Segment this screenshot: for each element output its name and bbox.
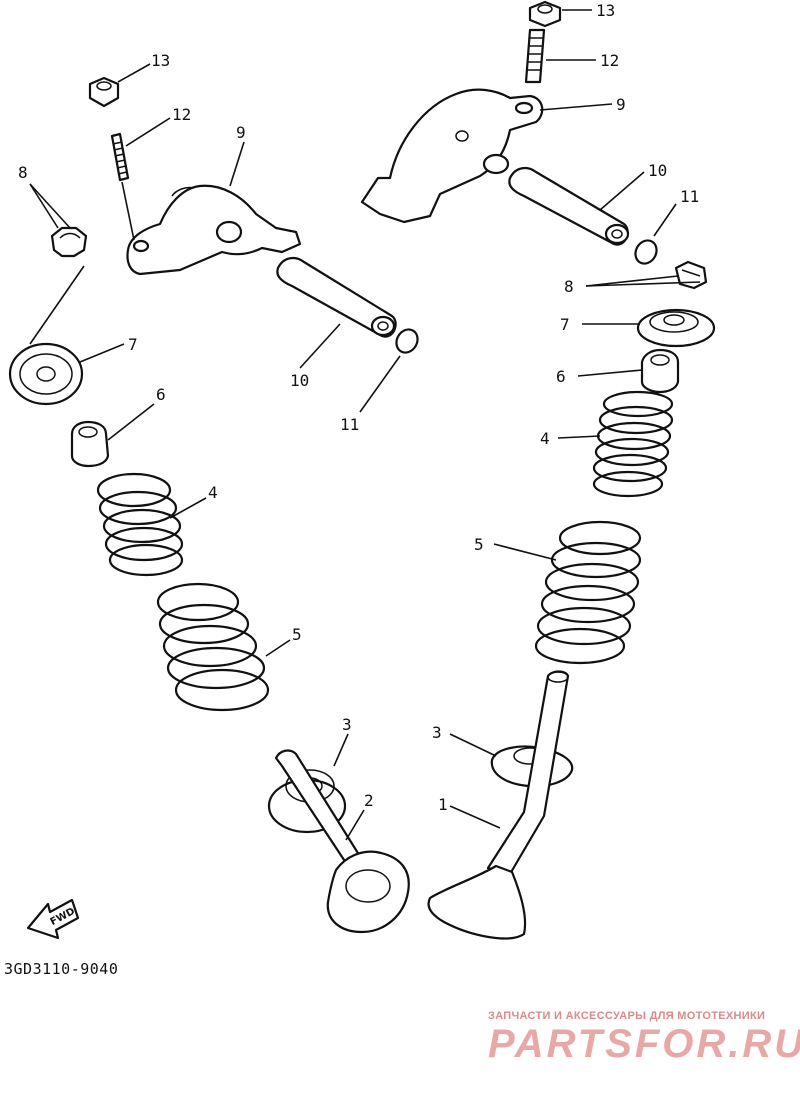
callout-12-left: 12 [172,105,191,124]
callout-9-left: 9 [236,123,246,142]
o-ring-right [634,239,658,265]
callout-5-right: 5 [474,535,484,554]
inner-spring-right [592,390,674,498]
callout-8-left: 8 [18,163,28,182]
callout-6-left: 6 [156,385,166,404]
callout-4-left: 4 [208,483,218,502]
adjusting-screw-left [110,132,130,182]
callout-10-right: 10 [648,161,667,180]
outer-spring-right [534,520,642,665]
callout-11-left: 11 [340,415,359,434]
inner-spring-left [96,472,184,577]
o-ring-left [395,328,419,354]
adjusting-screw-right [524,28,546,84]
valve-right [427,670,570,940]
callout-11-right: 11 [680,187,699,206]
stem-seal-right [640,348,680,394]
callout-1-right: 1 [438,795,448,814]
callout-3-left: 3 [342,715,352,734]
callout-8-right: 8 [564,277,574,296]
callout-5-left: 5 [292,625,302,644]
callout-3-right: 3 [432,723,442,742]
callout-2-left: 2 [364,791,374,810]
callout-4-right: 4 [540,429,550,448]
watermark-logo: PARTSFOR.RU [488,1022,800,1066]
callout-10-left: 10 [290,371,309,390]
valve-cotter-right [674,260,708,290]
callout-13-left: 13 [151,51,170,70]
valve-cotter-left [50,226,88,258]
valve-left [274,749,410,934]
callout-12-right: 12 [600,51,619,70]
rocker-arm-left [126,184,302,276]
callout-9-right: 9 [616,95,626,114]
callout-labels: 13 12 9 8 7 10 11 6 4 5 3 2 13 12 9 10 1… [18,1,699,928]
callout-7-right: 7 [560,315,570,334]
stem-seal-left [70,420,110,468]
rocker-arm-right [360,88,544,224]
diagram-code: 3GD3110-9040 [4,960,119,978]
rocker-shaft-left [276,256,397,338]
rocker-shaft-right [508,166,630,246]
outer-spring-left [156,582,270,712]
callout-6-right: 6 [556,367,566,386]
spring-retainer-left [8,342,84,406]
nut-right [528,0,562,28]
callout-13-right: 13 [596,1,615,20]
spring-retainer-right [636,308,716,348]
callout-7-left: 7 [128,335,138,354]
fwd-arrow-icon [26,898,80,940]
nut-left [88,76,120,108]
watermark-tagline: ЗАПЧАСТИ И АКСЕССУАРЫ ДЛЯ МОТОТЕХНИКИ [488,1010,766,1022]
leader-lines [29,9,701,841]
